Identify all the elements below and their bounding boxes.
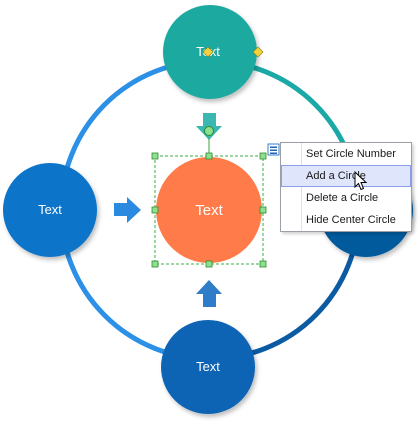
circle-bottom[interactable]: [161, 320, 255, 414]
selection-handles[interactable]: [151, 152, 267, 268]
connection-point-icon[interactable]: [252, 46, 264, 58]
center-circle[interactable]: [156, 157, 262, 263]
center-circle-label: Text: [195, 202, 223, 219]
context-menu: Set Circle Number Add a Circle Delete a …: [280, 142, 412, 232]
connection-point-icon[interactable]: [202, 46, 214, 58]
menu-item-hide-center-circle[interactable]: Hide Center Circle: [306, 214, 396, 226]
menu-list-icon[interactable]: [267, 143, 280, 156]
circle-left[interactable]: [3, 163, 97, 257]
arrow-right-icon: [114, 197, 141, 223]
circle-bottom-label: Text: [196, 359, 220, 374]
circle-left-label: Text: [38, 202, 62, 217]
rotate-handle[interactable]: [204, 126, 214, 136]
menu-item-add-a-circle[interactable]: Add a Circle: [281, 165, 411, 187]
menu-item-delete-a-circle[interactable]: Delete a Circle: [306, 192, 379, 204]
arrow-up-icon: [196, 280, 222, 307]
menu-item-set-circle-number[interactable]: Set Circle Number: [306, 148, 396, 160]
